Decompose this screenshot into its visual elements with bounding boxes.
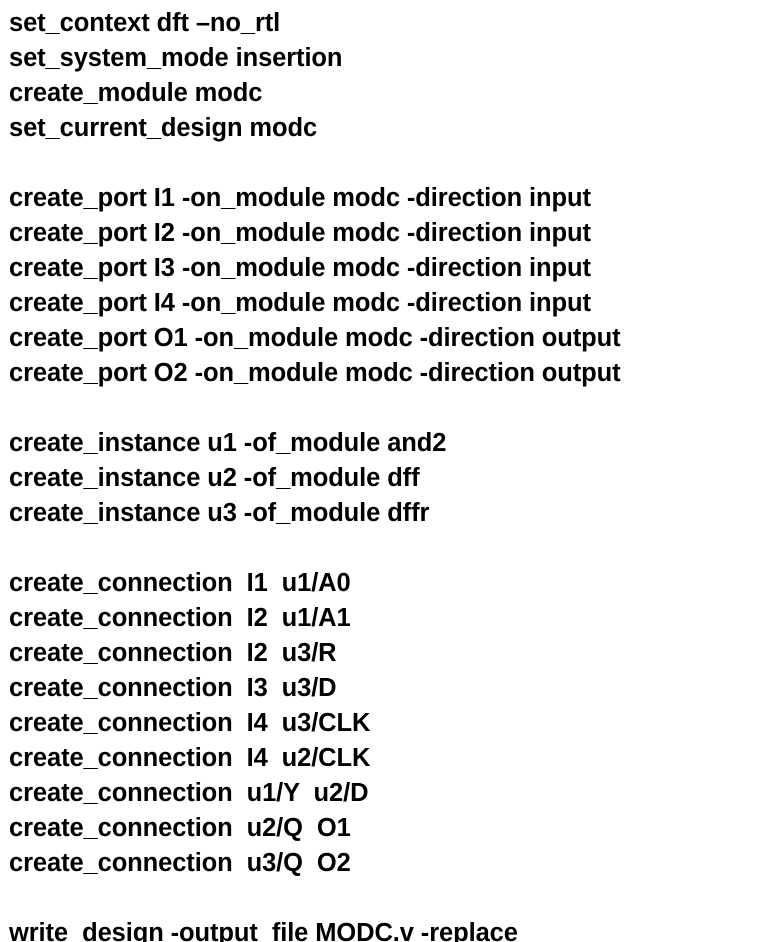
code-line: create_port I4 -on_module modc -directio… <box>9 289 591 317</box>
code-line: create_connection I4 u3/CLK <box>9 709 371 737</box>
code-line: create_connection u3/Q O2 <box>9 849 351 877</box>
code-line: create_connection I2 u3/R <box>9 639 337 667</box>
code-line: create_instance u2 -of_module dff <box>9 464 420 492</box>
code-line: create_port I1 -on_module modc -directio… <box>9 184 591 212</box>
code-line: create_port I3 -on_module modc -directio… <box>9 254 591 282</box>
code-line: set_current_design modc <box>9 114 318 142</box>
code-line: create_instance u1 -of_module and2 <box>9 429 447 457</box>
code-line: create_connection I4 u2/CLK <box>9 744 371 772</box>
code-line: set_context dft –no_rtl <box>9 9 281 37</box>
code-line-blank <box>9 391 773 426</box>
code-line: write_design -output_file MODC.v -replac… <box>9 919 518 942</box>
code-listing: set_context dft –no_rtl set_system_mode i… <box>9 6 773 942</box>
code-line: create_connection I3 u3/D <box>9 674 337 702</box>
code-line: create_module modc <box>9 79 263 107</box>
code-line: create_connection I2 u1/A1 <box>9 604 351 632</box>
code-line-blank <box>9 881 773 916</box>
code-line: create_connection I1 u1/A0 <box>9 569 351 597</box>
code-line: set_system_mode insertion <box>9 44 343 72</box>
code-line-blank <box>9 531 773 566</box>
code-line: create_instance u3 -of_module dffr <box>9 499 430 527</box>
code-line-blank <box>9 146 773 181</box>
code-line: create_port I2 -on_module modc -directio… <box>9 219 591 247</box>
code-line: create_connection u2/Q O1 <box>9 814 351 842</box>
code-line: create_port O2 -on_module modc -directio… <box>9 359 621 387</box>
code-line: create_connection u1/Y u2/D <box>9 779 369 807</box>
code-line: create_port O1 -on_module modc -directio… <box>9 324 621 352</box>
